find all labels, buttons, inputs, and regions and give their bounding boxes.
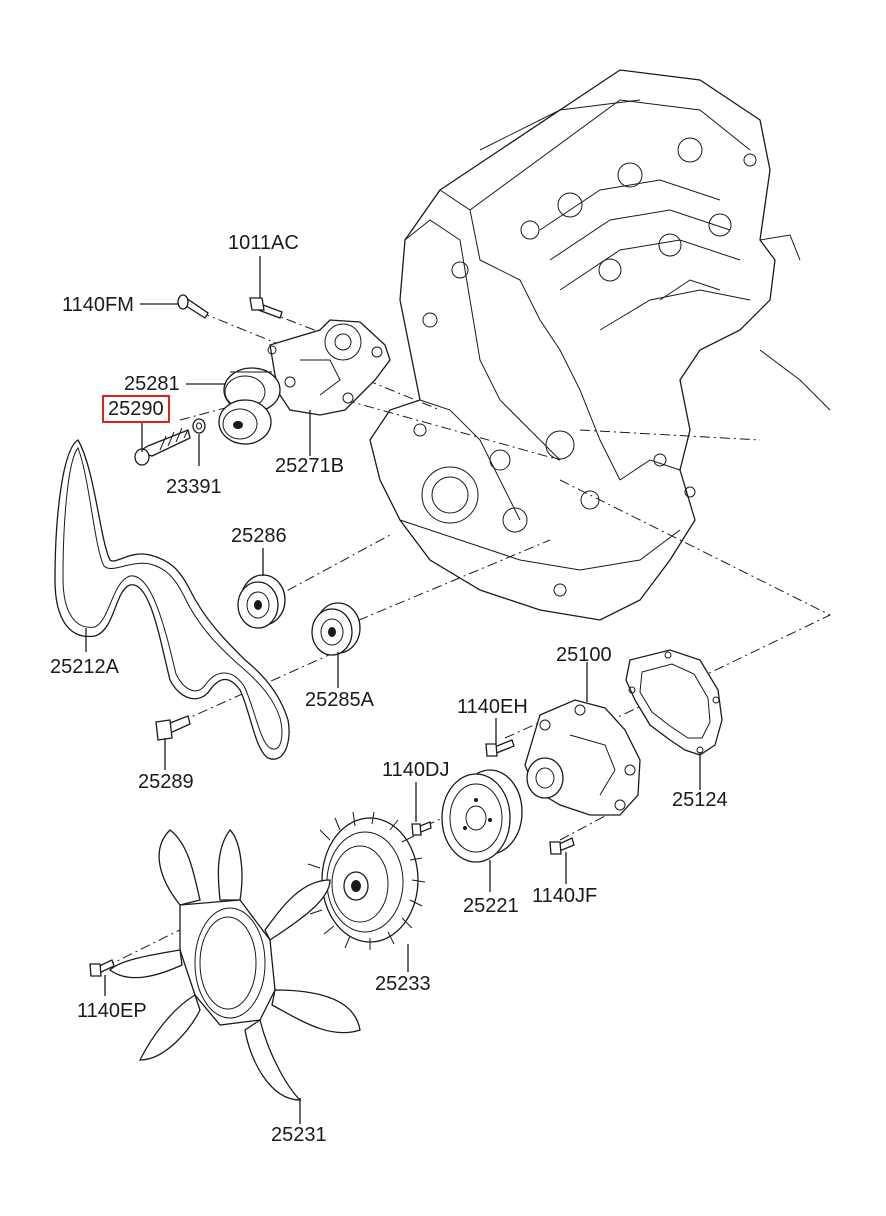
label-25281: 25281 [124,373,180,395]
small-bolts [89,739,575,977]
label-1140dj: 1140DJ [382,759,450,781]
label-25271b: 25271B [275,455,344,477]
engine-block [369,69,831,621]
label-25286: 25286 [231,525,287,547]
drive-belt [54,439,290,760]
label-25100: 25100 [556,644,612,666]
label-25212a: 25212A [50,656,119,678]
idler-pulley-25285a [311,602,361,656]
leader-lines [85,256,701,1124]
label-1140ep: 1140EP [77,1000,147,1022]
label-1140eh: 1140EH [457,696,528,718]
label-25285a: 25285A [305,689,374,711]
label-25124: 25124 [672,789,728,811]
label-1140jf: 1140JF [532,885,598,907]
bolt-25289 [155,715,191,741]
tensioner-bolt [134,418,206,466]
gasket [625,649,723,756]
label-23391: 23391 [166,476,222,498]
tensioner-pulley [218,399,272,445]
label-1011ac: 1011AC [228,232,299,254]
label-1140fm: 1140FM [62,294,134,316]
bolt-1011ac [249,297,283,319]
label-25221: 25221 [463,895,519,917]
water-pump [524,699,641,816]
label-25290-highlighted[interactable]: 25290 [102,395,170,423]
label-25231: 25231 [271,1124,327,1146]
bolt-1140fm [177,294,209,319]
cooling-fan [109,829,361,1101]
water-pump-pulley [441,769,523,863]
tensioner-bracket [267,319,391,416]
label-25233: 25233 [375,973,431,995]
label-25289: 25289 [138,771,194,793]
idler-pulley-25286 [237,574,286,629]
